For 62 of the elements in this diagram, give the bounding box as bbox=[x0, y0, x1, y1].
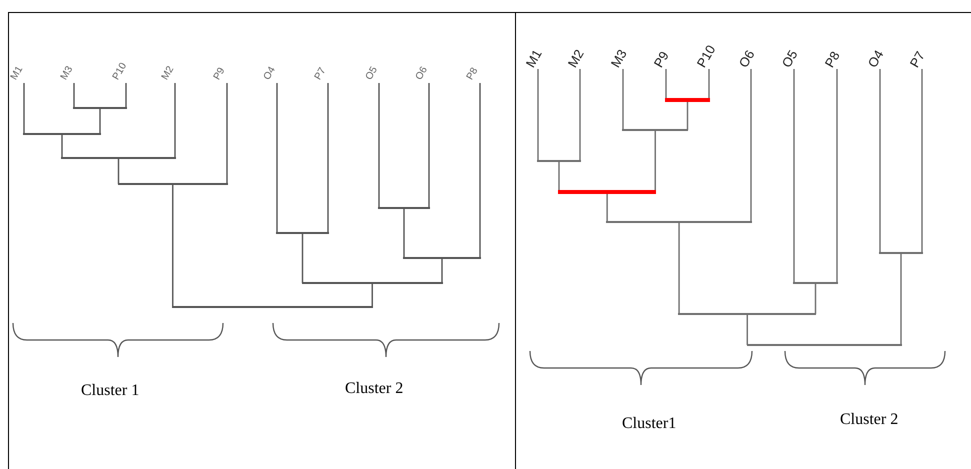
leaf-label: O5 bbox=[364, 65, 382, 83]
branch-line bbox=[327, 83, 329, 233]
branch-line bbox=[686, 100, 688, 130]
cluster-label: Cluster 1 bbox=[81, 381, 140, 401]
branch-line bbox=[678, 222, 680, 314]
leaf-label: O5 bbox=[780, 48, 799, 69]
cluster-label: Cluster1 bbox=[622, 414, 676, 434]
leaf-label: M1 bbox=[10, 64, 27, 83]
cluster-label: Cluster 2 bbox=[840, 410, 898, 430]
branch-line bbox=[921, 69, 923, 253]
leaf-label: O4 bbox=[262, 65, 280, 83]
branch-line bbox=[302, 233, 304, 283]
leaf-label: O4 bbox=[866, 48, 885, 69]
branch-line bbox=[622, 69, 624, 130]
branch-line bbox=[99, 108, 101, 134]
leaf-label: P7 bbox=[314, 66, 330, 83]
branch-line bbox=[793, 69, 795, 283]
branch-line bbox=[428, 83, 430, 208]
leaf-label: M3 bbox=[608, 47, 628, 69]
panel-frame bbox=[8, 12, 516, 469]
branch-line bbox=[708, 69, 710, 100]
branch-line bbox=[654, 130, 656, 192]
branch-line bbox=[558, 161, 560, 192]
branch-line bbox=[746, 314, 748, 345]
branch-line bbox=[579, 69, 581, 161]
branch-line bbox=[879, 69, 881, 253]
branch-line bbox=[61, 134, 63, 158]
branch-line bbox=[814, 283, 816, 314]
leaf-label: O6 bbox=[414, 65, 432, 83]
leaf-label: P9 bbox=[652, 49, 670, 69]
branch-line bbox=[372, 283, 373, 307]
leaf-label: O6 bbox=[736, 48, 756, 69]
leaf-label: P8 bbox=[466, 66, 482, 83]
branch-line bbox=[172, 184, 174, 307]
leaf-label: P9 bbox=[212, 66, 230, 83]
branch-line bbox=[125, 83, 127, 108]
branch-line bbox=[900, 253, 902, 345]
merge-bar bbox=[558, 190, 656, 194]
branch-line bbox=[479, 83, 481, 258]
branch-line bbox=[276, 83, 278, 233]
branch-line bbox=[441, 258, 443, 283]
branch-line bbox=[537, 69, 539, 161]
merge-bar bbox=[665, 98, 710, 102]
leaf-label: P10 bbox=[694, 42, 717, 69]
leaf-label: P7 bbox=[908, 49, 926, 69]
branch-line bbox=[665, 69, 667, 100]
branch-line bbox=[73, 83, 75, 108]
leaf-label: P8 bbox=[822, 49, 841, 69]
cluster-label: Cluster 2 bbox=[345, 379, 404, 399]
branch-line bbox=[403, 208, 405, 258]
leaf-label: M2 bbox=[160, 64, 178, 83]
leaf-label: M2 bbox=[566, 47, 586, 69]
branch-line bbox=[836, 69, 838, 283]
branch-line bbox=[606, 192, 608, 222]
leaf-label: M1 bbox=[524, 47, 544, 69]
branch-line bbox=[226, 83, 228, 184]
leaf-label: M3 bbox=[60, 64, 77, 83]
branch-line bbox=[378, 83, 380, 208]
branch-line bbox=[174, 83, 176, 158]
branch-line bbox=[750, 69, 752, 222]
branch-line bbox=[23, 83, 25, 134]
branch-line bbox=[118, 158, 120, 184]
